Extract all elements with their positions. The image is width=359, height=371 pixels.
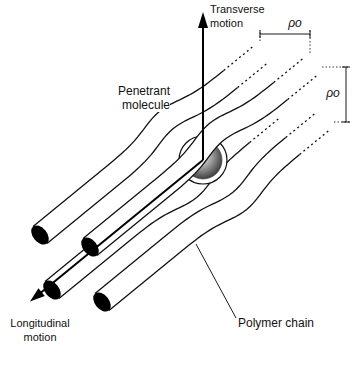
dimension-tick: [260, 30, 261, 41]
chain-end: [28, 222, 53, 248]
arrow-head: [198, 12, 208, 28]
chain-fade: [288, 76, 317, 100]
arrow-head: [30, 288, 45, 301]
dimension-label: ρo: [322, 86, 344, 100]
chain-end: [78, 234, 103, 260]
chain-body: [33, 47, 267, 244]
dimension-end: [342, 122, 350, 123]
chain-fade: [224, 47, 253, 71]
chain-end: [90, 289, 115, 315]
chain-fade: [286, 114, 315, 138]
motion-label: Transverse motion: [210, 2, 280, 30]
dimension-line: [346, 67, 347, 122]
leader-line: [196, 244, 236, 318]
dimension-tick: [334, 122, 350, 123]
dimension-tick: [310, 30, 311, 53]
part-label: Penetrant molecule: [78, 84, 170, 112]
dimension-line: [260, 34, 310, 35]
longitudinal-arrow: [36, 160, 203, 296]
part-label: Polymer chain: [238, 316, 348, 330]
chain-fade: [238, 64, 267, 88]
dimension-end: [310, 30, 311, 38]
dimension-label: ρo: [284, 16, 306, 30]
arrows-and-dimensions: [30, 12, 350, 318]
chain-fade: [300, 131, 329, 155]
chain-edge: [33, 71, 224, 227]
dimension-tick: [322, 67, 350, 68]
chain-fade: [274, 59, 303, 83]
dimension-end: [342, 67, 350, 68]
transverse-arrow: [202, 26, 204, 160]
dimension-end: [260, 30, 261, 38]
motion-label: Longitudinal motion: [2, 316, 78, 344]
polymer-chains: [28, 47, 329, 315]
